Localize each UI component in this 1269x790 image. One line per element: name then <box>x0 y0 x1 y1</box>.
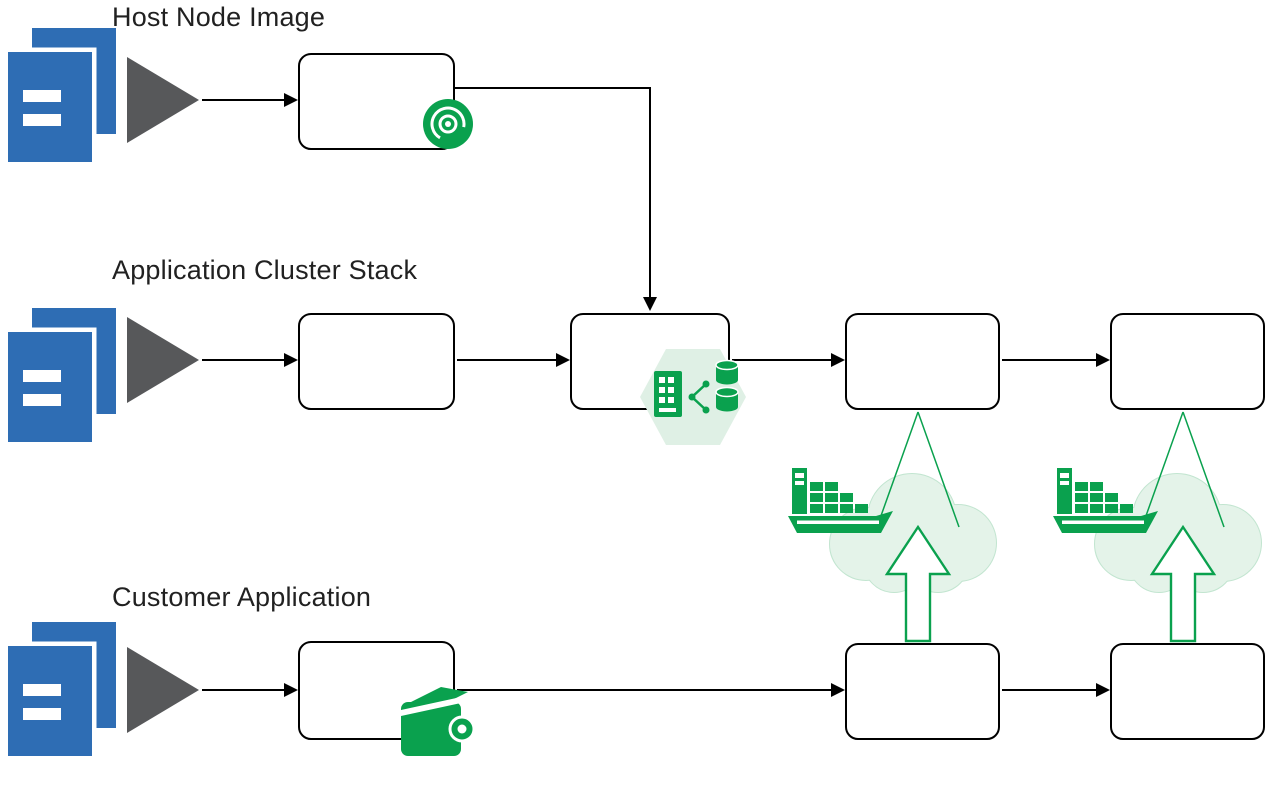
arrowhead-icon <box>556 353 570 367</box>
files-icon <box>8 622 116 756</box>
customer-app-box-3 <box>1110 643 1265 740</box>
arrowhead-icon <box>831 683 845 697</box>
arrowhead-down-icon <box>643 297 657 311</box>
arrowhead-icon <box>831 353 845 367</box>
customer-app-box-1 <box>298 641 455 740</box>
arrowhead-icon <box>1096 683 1110 697</box>
host-node-image-box <box>298 53 455 150</box>
deployment-group-2 <box>1053 412 1261 641</box>
app-cluster-box-3 <box>845 313 1000 410</box>
app-cluster-box-1 <box>298 313 455 410</box>
play-triangle-icon <box>127 57 199 143</box>
app-cluster-box-4 <box>1110 313 1265 410</box>
application-cluster-stack-label: Application Cluster Stack <box>112 255 418 285</box>
arrowhead-icon <box>284 683 298 697</box>
play-triangle-icon <box>127 317 199 403</box>
connector-elbow-line <box>455 87 651 299</box>
arrowhead-icon <box>1096 353 1110 367</box>
arrowhead-icon <box>284 353 298 367</box>
app-cluster-box-2 <box>570 313 730 410</box>
customer-application-label: Customer Application <box>112 582 372 612</box>
play-triangle-icon <box>127 647 199 733</box>
files-icon <box>8 308 116 442</box>
host-node-image-label: Host Node Image <box>112 2 326 32</box>
deployment-group-1 <box>788 412 996 641</box>
customer-app-box-2 <box>845 643 1000 740</box>
arrowhead-icon <box>284 93 298 107</box>
files-icon <box>8 28 116 162</box>
